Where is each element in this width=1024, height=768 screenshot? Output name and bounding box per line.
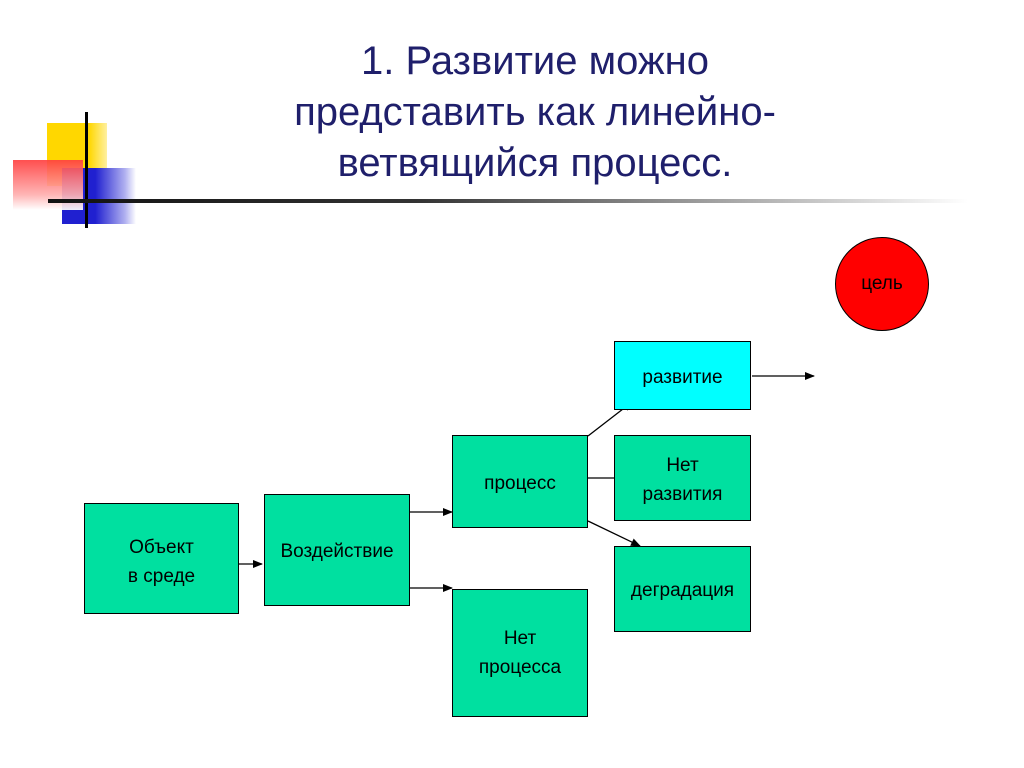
decor-vertical-line: [85, 112, 88, 228]
node-no-process: Нет процесса: [452, 589, 588, 717]
node-no-development-line-1: Нет: [666, 455, 699, 476]
node-degradation: деградация: [614, 546, 751, 632]
arrow-process-to-degradation: [587, 520, 641, 547]
node-process-label: процесс: [484, 473, 556, 494]
node-no-process-line-2: процесса: [478, 657, 562, 678]
node-goal-label: цель: [861, 273, 903, 294]
decor-horizontal-rule: [48, 199, 968, 203]
node-goal: цель: [835, 237, 929, 331]
node-development-label: развитие: [642, 367, 723, 388]
node-impact-label: Воздействие: [280, 541, 394, 562]
node-object-line-2: в среде: [127, 566, 196, 587]
node-no-process-line-1: Нет: [503, 628, 537, 649]
node-process: процесс: [452, 435, 588, 528]
title-line-2: представить как линейно-: [294, 90, 776, 134]
slide-title: 1. Развитие можно представить как линейн…: [200, 36, 870, 189]
node-degradation-label: деградация: [630, 580, 735, 601]
node-impact: Воздействие: [264, 494, 410, 606]
title-line-3: ветвящийся процесс.: [337, 141, 733, 185]
node-no-development-line-2: развития: [642, 484, 723, 505]
node-object-in-environment: Объект в среде: [84, 503, 239, 614]
title-line-1: 1. Развитие можно: [361, 39, 709, 83]
node-development: развитие: [614, 341, 751, 410]
node-no-development: Нет развития: [614, 435, 751, 521]
node-object-line-1: Объект: [129, 537, 194, 558]
